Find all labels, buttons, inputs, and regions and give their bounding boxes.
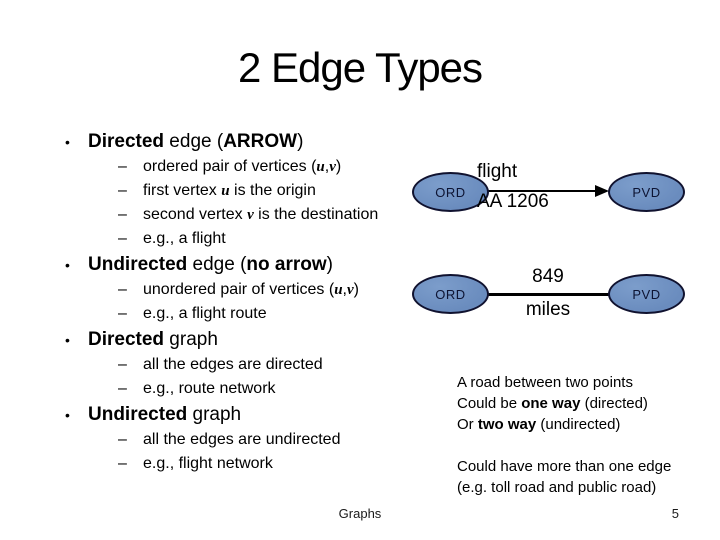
sub-bullet-text: first vertex u is the origin — [143, 182, 316, 199]
note-line: A road between two points — [457, 374, 633, 391]
sub-bullet-all-directed: – all the edges are directed — [58, 353, 448, 377]
note-line: Could be one way (directed) — [457, 395, 648, 412]
sub-bullet-eg-flight-network: – e.g., flight network — [58, 452, 448, 476]
note-spacer — [457, 435, 671, 456]
bullet-marker: • — [65, 257, 70, 273]
bullet-text: Undirected graph — [88, 404, 242, 425]
edge-label-flight-number: AA 1206 — [477, 191, 549, 212]
arrow-head-icon — [595, 185, 609, 197]
dash-marker: – — [118, 305, 127, 322]
dash-marker: – — [118, 455, 127, 472]
bullet-undirected-edge: • Undirected edge (no arrow) — [58, 251, 448, 278]
dash-marker: – — [118, 158, 127, 175]
page-title: 2 Edge Types — [237, 44, 483, 91]
sub-bullet-text: e.g., flight network — [143, 455, 273, 472]
sub-bullet-eg-flight: – e.g., a flight — [58, 227, 448, 251]
bullet-marker: • — [65, 332, 70, 348]
undirected-edge-line — [487, 293, 609, 296]
bullet-marker: • — [65, 407, 70, 423]
dash-marker: – — [118, 356, 127, 373]
note-line: (e.g. toll road and public road) — [457, 479, 657, 496]
sub-bullet-eg-route-network: – e.g., route network — [58, 377, 448, 401]
node-ord: ORD — [412, 172, 489, 212]
sub-bullet-all-undirected: – all the edges are undirected — [58, 428, 448, 452]
edge-label-miles: miles — [525, 299, 571, 320]
dash-marker: – — [118, 182, 127, 199]
edge-label-flight: flight — [477, 161, 518, 182]
page-number: 5 — [671, 506, 679, 521]
sub-bullet-text: e.g., route network — [143, 380, 276, 397]
bullet-directed-graph: • Directed graph — [58, 326, 448, 353]
sub-bullet-eg-flight-route: – e.g., a flight route — [58, 302, 448, 326]
sub-bullet-text: e.g., a flight route — [143, 305, 267, 322]
footer-title: Graphs — [338, 506, 382, 521]
sub-bullet-first-vertex: – first vertex u is the origin — [58, 179, 448, 203]
bullet-text: Undirected edge (no arrow) — [88, 254, 333, 275]
node-ord: ORD — [412, 274, 489, 314]
dash-marker: – — [118, 281, 127, 298]
dash-marker: – — [118, 230, 127, 247]
sub-bullet-text: unordered pair of vertices (u,v) — [143, 281, 359, 298]
bullet-list: • Directed edge (ARROW) – ordered pair o… — [58, 128, 448, 476]
sub-bullet-ordered-pair: – ordered pair of vertices (u,v) — [58, 155, 448, 179]
dash-marker: – — [118, 431, 127, 448]
sub-bullet-second-vertex: – second vertex v is the destination — [58, 203, 448, 227]
bullet-directed-edge: • Directed edge (ARROW) — [58, 128, 448, 155]
note-text: A road between two points Could be one w… — [457, 372, 671, 498]
sub-bullet-text: e.g., a flight — [143, 230, 226, 247]
dash-marker: – — [118, 380, 127, 397]
note-line: Or two way (undirected) — [457, 416, 621, 433]
node-pvd: PVD — [608, 172, 685, 212]
bullet-text: Directed graph — [88, 329, 218, 350]
bullet-text: Directed edge (ARROW) — [88, 131, 304, 152]
bullet-marker: • — [65, 134, 70, 150]
sub-bullet-text: ordered pair of vertices (u,v) — [143, 158, 342, 175]
directed-edge-arrow-line — [486, 190, 598, 192]
note-line: Could have more than one edge — [457, 458, 672, 475]
dash-marker: – — [118, 206, 127, 223]
sub-bullet-text: second vertex v is the destination — [143, 206, 379, 223]
sub-bullet-text: all the edges are undirected — [143, 431, 341, 448]
sub-bullet-text: all the edges are directed — [143, 356, 323, 373]
sub-bullet-unordered-pair: – unordered pair of vertices (u,v) — [58, 278, 448, 302]
node-pvd: PVD — [608, 274, 685, 314]
edge-label-distance: 849 — [532, 266, 564, 287]
bullet-undirected-graph: • Undirected graph — [58, 401, 448, 428]
